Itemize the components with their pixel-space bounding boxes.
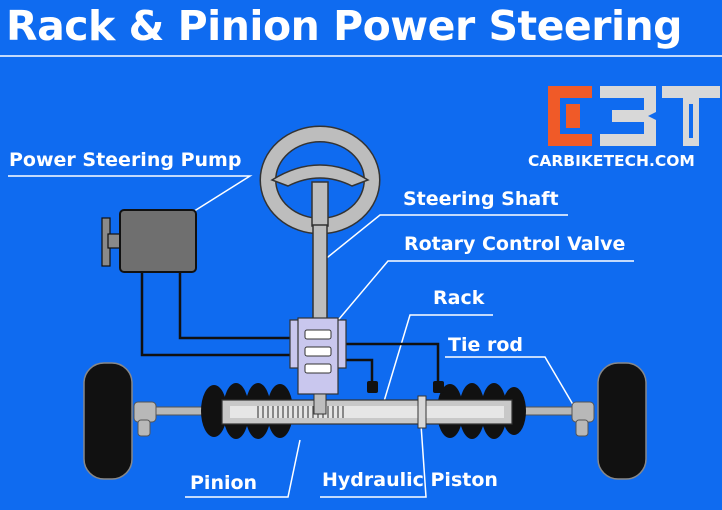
label-steering-shaft: Steering Shaft [403,188,559,210]
right-knuckle-arm [575,419,589,437]
hydraulic-piston-disc [417,395,427,429]
cbt-logo [548,86,720,146]
port-right [433,381,444,393]
logo-letter-c [548,86,592,146]
label-hydraulic-piston: Hydraulic Piston [322,469,498,491]
hose-1 [178,272,292,340]
pinion-leader [185,439,301,498]
rack-bar [230,406,504,418]
pump-leader [8,175,253,221]
power-steering-pump [101,209,197,273]
rack-teeth [257,406,344,418]
rack-leader [381,314,493,409]
steering-wheel [259,125,381,235]
page-title: Rack & Pinion Power Steering [6,2,683,50]
shaft-leader [317,214,568,266]
hose-3 [345,342,440,382]
steering-shaft [312,224,328,321]
logo-letter-t-bar [662,86,720,98]
right-knuckle [571,401,595,423]
valve-leader [333,260,634,326]
label-pinion: Pinion [190,472,258,494]
hydraulic-hoses [140,272,440,385]
label-pump: Power Steering Pump [9,149,242,171]
hose-4 [345,358,374,385]
label-rack: Rack [433,287,485,309]
logo-t-accent [689,104,693,138]
left-knuckle [133,401,157,423]
rotary-control-valve [289,317,347,395]
left-wheel [83,362,133,480]
port-left [367,381,378,393]
hose-2 [140,272,292,357]
logo-site-text: CARBIKETECH.COM [528,152,695,170]
left-knuckle-arm [137,419,151,437]
tie-rod-leader [445,356,576,409]
pinion-shaft [313,393,327,415]
logo-letter-b [600,86,656,146]
label-rotary-control-valve: Rotary Control Valve [404,233,626,255]
leader-lines [8,175,634,498]
piston-leader [320,409,427,498]
label-tie-rod: Tie rod [448,334,523,356]
logo-c-inner [566,104,580,128]
right-wheel [597,362,647,480]
